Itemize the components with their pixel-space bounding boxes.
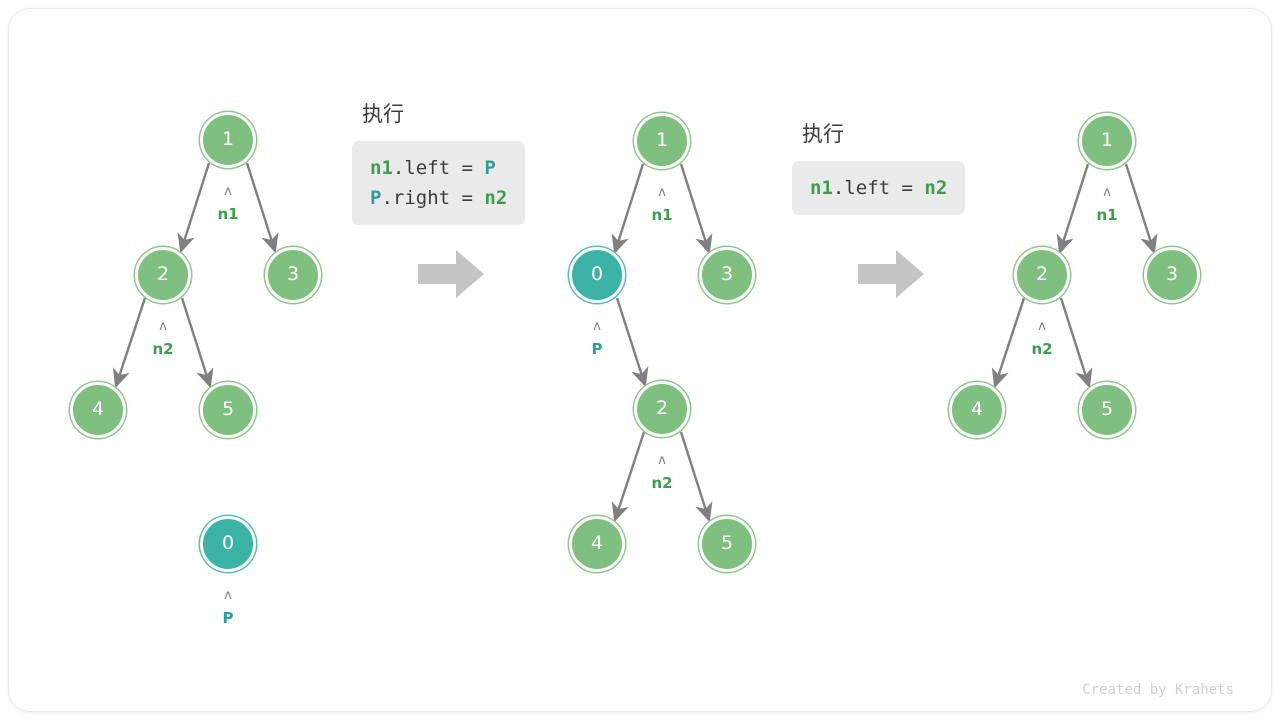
footer-credit: Created by Krahets	[1082, 682, 1234, 698]
diagram-card	[8, 8, 1272, 712]
